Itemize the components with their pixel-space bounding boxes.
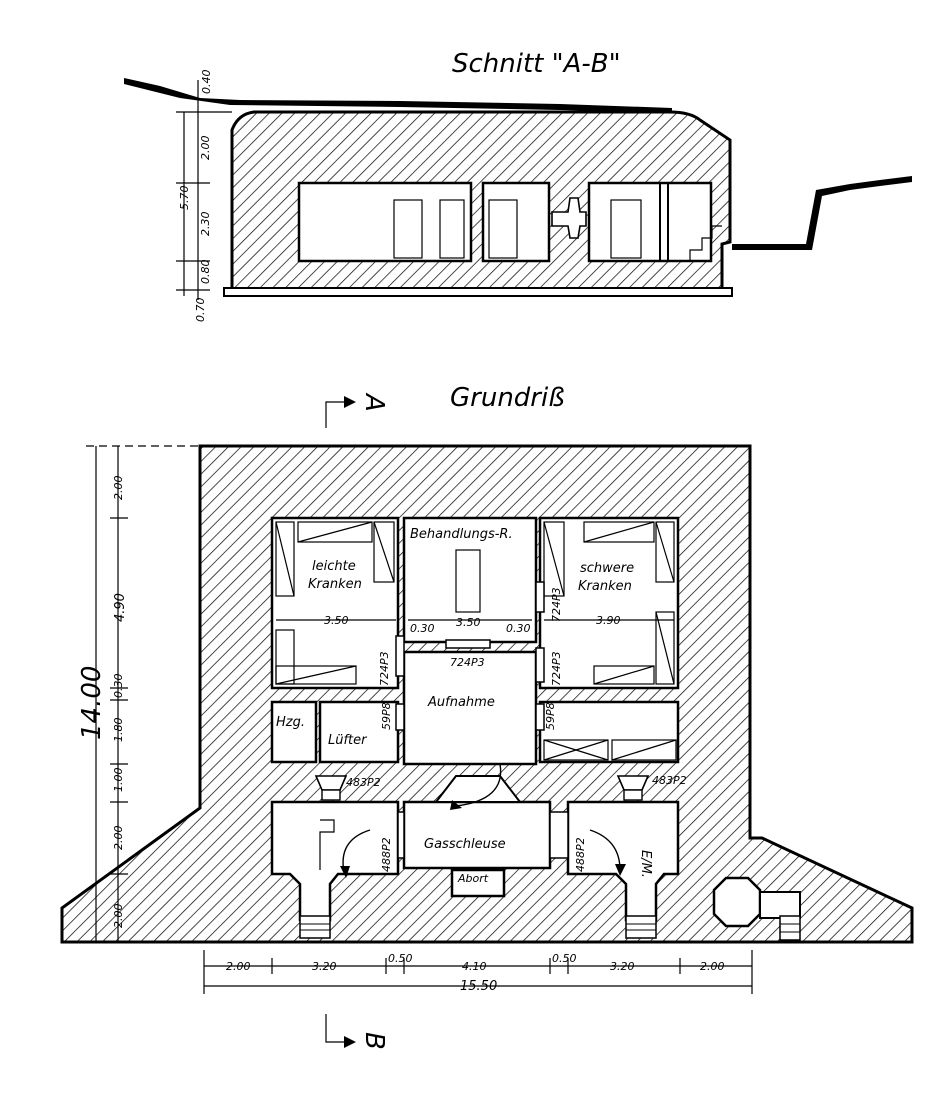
section-dim-0: 0.40 <box>200 70 213 95</box>
fitting-483p2-right: 483P2 <box>652 774 687 787</box>
section-room-3 <box>587 181 713 263</box>
section-view: Schnitt "A-B" 0.40 2.00 5.70 2.30 0.80 <box>124 49 912 322</box>
dim-plan-v7: 2.00 <box>112 904 125 929</box>
trench <box>732 176 912 250</box>
section-marker-b: B <box>325 1014 389 1050</box>
label-aufnahme: Aufnahme <box>427 695 495 710</box>
emergency-exit <box>712 876 762 928</box>
section-marker-a-label: A <box>359 392 389 412</box>
section-marker-b-label: B <box>359 1032 389 1050</box>
dim-plan-total-width: 15.50 <box>460 979 497 994</box>
room-gasschleuse <box>402 800 552 870</box>
dim-plan-h3: 4.10 <box>462 960 487 973</box>
label-kranken-left: Kranken <box>308 577 362 592</box>
dim-plan-h2: 0.50 <box>388 952 413 965</box>
dim-plan-v6: 2.00 <box>112 826 125 851</box>
bunks-right <box>543 521 675 685</box>
treatment-table <box>455 549 481 613</box>
label-luefter: Lüfter <box>328 733 368 748</box>
room-luefter <box>318 700 400 764</box>
section-dim-1: 2.00 <box>199 136 212 161</box>
bunks-left <box>275 521 395 685</box>
section-room-1 <box>297 181 473 263</box>
dim-plan-h1: 3.20 <box>312 960 337 973</box>
label-behandlung: Behandlungs-R. <box>410 527 513 542</box>
dim-middle-left-wall: 0.30 <box>410 622 435 635</box>
label-schwere: schwere <box>580 561 634 576</box>
room-behandlung <box>402 516 538 644</box>
section-dim-3: 2.30 <box>199 212 212 237</box>
label-heizung: Hzg. <box>276 715 305 730</box>
fitting-488p2-left: 488P2 <box>380 837 393 872</box>
dim-plan-total-height: 14.00 <box>77 666 107 740</box>
fitting-488p2-right: 488P2 <box>574 837 587 872</box>
section-door-2 <box>439 199 465 259</box>
room-leichte-kranken <box>270 516 400 690</box>
store-crosses <box>543 739 677 761</box>
section-dim-5: 0.70 <box>194 298 207 323</box>
plan-title: Grundriß <box>450 383 565 413</box>
earth-cover <box>124 78 672 113</box>
dim-plan-h0: 2.00 <box>226 960 251 973</box>
vent-right-icon <box>616 775 650 801</box>
room-right-store <box>538 700 680 764</box>
plan-view: Grundriß A <box>60 383 914 1050</box>
section-dim-2: 5.70 <box>178 186 191 211</box>
dim-plan-h5: 3.20 <box>610 960 635 973</box>
door-724p3-top <box>445 639 491 649</box>
label-kranken-right: Kranken <box>578 579 632 594</box>
dim-plan-v1: 2.00 <box>112 476 125 501</box>
dim-right-width: 3.90 <box>596 614 621 627</box>
fitting-724p3-right-bottom: 724P3 <box>550 651 563 686</box>
dim-middle-right-wall: 0.30 <box>506 622 531 635</box>
dim-plan-v4: 1.80 <box>112 718 125 743</box>
section-door-4 <box>610 199 642 259</box>
section-floor <box>223 287 733 297</box>
label-em: E/M. <box>638 850 653 878</box>
section-door-1 <box>393 199 423 259</box>
dim-plan-h4: 0.50 <box>552 952 577 965</box>
dim-plan-v3: 0.30 <box>112 674 125 699</box>
fitting-483p2-left: 483P2 <box>346 776 381 789</box>
fitting-59p8-right: 59P8 <box>544 702 557 730</box>
fitting-59p8-left: 59P8 <box>380 702 393 730</box>
room-heizung <box>270 700 318 764</box>
dim-plan-h6: 2.00 <box>700 960 725 973</box>
section-marker-a: A <box>325 392 389 428</box>
room-schwere-kranken <box>538 516 680 690</box>
room-abort <box>450 868 506 898</box>
label-abort: Abort <box>457 872 489 885</box>
fitting-724p3-left: 724P3 <box>378 651 391 686</box>
section-room-2 <box>481 181 551 263</box>
fitting-724p3-right-top: 724P3 <box>550 587 563 622</box>
dim-left-width: 3.50 <box>324 614 349 627</box>
section-vent-icon <box>551 197 587 239</box>
section-title: Schnitt "A-B" <box>452 49 621 79</box>
dim-middle-width: 3.50 <box>456 616 481 629</box>
section-door-3 <box>488 199 518 259</box>
fitting-724p3-top: 724P3 <box>450 656 485 669</box>
section-dim-4: 0.80 <box>199 260 212 285</box>
label-leichte: leichte <box>312 559 356 574</box>
dim-plan-v5: 1.00 <box>112 768 125 793</box>
label-gasschleuse: Gasschleuse <box>424 837 506 852</box>
dim-plan-v2: 4.90 <box>113 593 128 622</box>
vent-left-icon <box>314 775 348 801</box>
